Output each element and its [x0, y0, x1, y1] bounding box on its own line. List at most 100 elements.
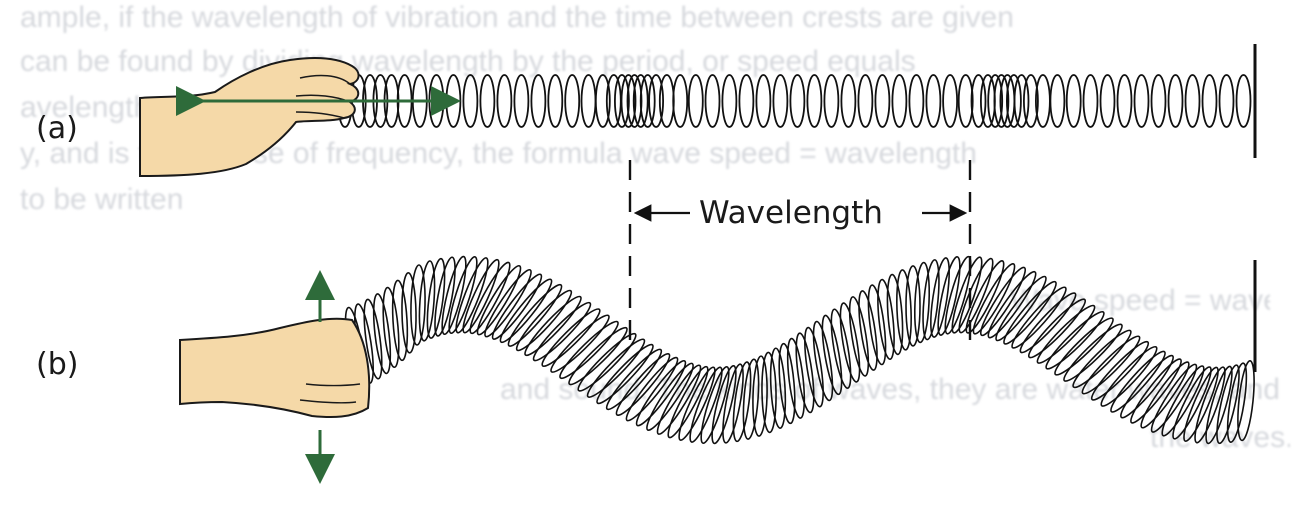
coil-loop — [778, 342, 796, 425]
coil-loop — [1235, 74, 1252, 128]
coil-loop — [635, 359, 687, 427]
coil-loop — [1036, 304, 1096, 364]
coil-loop — [886, 273, 904, 356]
coil-loop — [957, 74, 974, 128]
coil-loop — [840, 74, 857, 128]
coil-loop — [484, 268, 532, 338]
coil-loop — [614, 74, 630, 128]
coil-loop — [795, 332, 815, 414]
transverse-spring — [344, 255, 1255, 445]
coil-loop — [806, 74, 823, 128]
coil-loop — [839, 302, 861, 383]
bg-text-line: avelength — [20, 91, 151, 124]
coil-loop — [995, 275, 1047, 342]
coil-loop — [410, 264, 426, 346]
coil-loop — [930, 257, 950, 338]
coil-loop — [738, 74, 755, 128]
coil-loop — [372, 293, 392, 375]
coil-loop — [722, 363, 744, 444]
coil-loop — [944, 255, 972, 335]
coil-loop — [1054, 317, 1114, 376]
hand-icon — [179, 317, 371, 418]
coil-loop — [568, 326, 628, 386]
part-b-label: (b) — [36, 347, 79, 382]
coil-loop — [513, 74, 530, 128]
coil-loop — [891, 74, 908, 128]
coil-loop — [965, 260, 1005, 334]
coil-loop — [586, 338, 646, 398]
coil-loop — [1110, 350, 1166, 413]
hand-icon — [139, 57, 360, 178]
coil-loop — [594, 74, 611, 128]
coil-loop — [1194, 366, 1226, 444]
coil-loop — [672, 74, 689, 128]
coil-loop — [742, 358, 760, 440]
coil-loop — [596, 343, 654, 405]
coil-loop — [848, 296, 870, 377]
coil-loop — [704, 74, 721, 128]
coil-loop — [524, 295, 582, 357]
coil-loop — [970, 74, 987, 128]
wavelength-label: Wavelength — [693, 195, 889, 231]
coil-loop — [496, 74, 513, 128]
coil-loop — [532, 301, 592, 362]
coil-loop — [1011, 286, 1067, 349]
compressional-spring — [337, 74, 1252, 128]
coil-loop — [1237, 360, 1255, 442]
coil-loop — [1150, 74, 1167, 128]
coil-loop — [491, 273, 543, 340]
coil-loop — [658, 74, 675, 128]
coil-loop — [615, 352, 671, 417]
coil-loop — [605, 348, 663, 411]
coil-loop — [786, 337, 806, 419]
coil-loop — [821, 314, 843, 396]
coil-loop — [678, 366, 716, 441]
coil-loop — [972, 262, 1016, 335]
coil-loop — [823, 74, 840, 128]
coil-loop — [1003, 280, 1057, 345]
coil-loop — [1100, 345, 1158, 407]
coil-loop — [1205, 365, 1233, 445]
coil-loop — [925, 74, 942, 128]
coil-loop — [1172, 366, 1212, 440]
coil-loop — [721, 74, 738, 128]
coil-loop — [1023, 74, 1039, 128]
coil-loop — [577, 332, 637, 392]
coil-loop — [937, 256, 961, 336]
coil-loop — [455, 257, 489, 334]
coil-loop — [363, 298, 383, 380]
bg-text-line: ample, if the wavelength of vibration an… — [20, 1, 1014, 34]
coil-loop — [448, 256, 478, 334]
coil-loop — [648, 74, 664, 128]
coil-loop — [1183, 366, 1219, 442]
coil-loop — [426, 257, 446, 339]
coil-loop — [979, 266, 1027, 337]
coil-loop — [1045, 310, 1105, 370]
coil-loop — [530, 74, 547, 128]
coil-loop — [639, 74, 656, 128]
coil-loop — [1120, 354, 1174, 419]
coil-loop — [874, 74, 891, 128]
coil-loop — [418, 260, 436, 342]
coil-loop — [987, 270, 1037, 339]
coil-loop — [804, 326, 824, 408]
coil-loop — [857, 74, 874, 128]
coil-loop — [646, 362, 694, 431]
coil-loop — [1226, 362, 1248, 444]
coil-loop — [908, 74, 925, 128]
coil-loop — [1019, 292, 1077, 354]
coil-loop — [830, 308, 852, 389]
coil-loop — [732, 361, 752, 443]
coil-loop — [462, 74, 479, 128]
coil-loop — [942, 74, 958, 128]
coil-loop — [434, 256, 456, 337]
coil-loop — [913, 261, 931, 344]
coil-loop — [761, 351, 777, 434]
coil-loop — [993, 74, 1010, 128]
coil-loop — [987, 74, 1004, 128]
coil-loop — [547, 74, 564, 128]
coil-loop — [922, 259, 940, 341]
coil-loop — [479, 74, 496, 128]
coil-loop — [1184, 74, 1201, 128]
